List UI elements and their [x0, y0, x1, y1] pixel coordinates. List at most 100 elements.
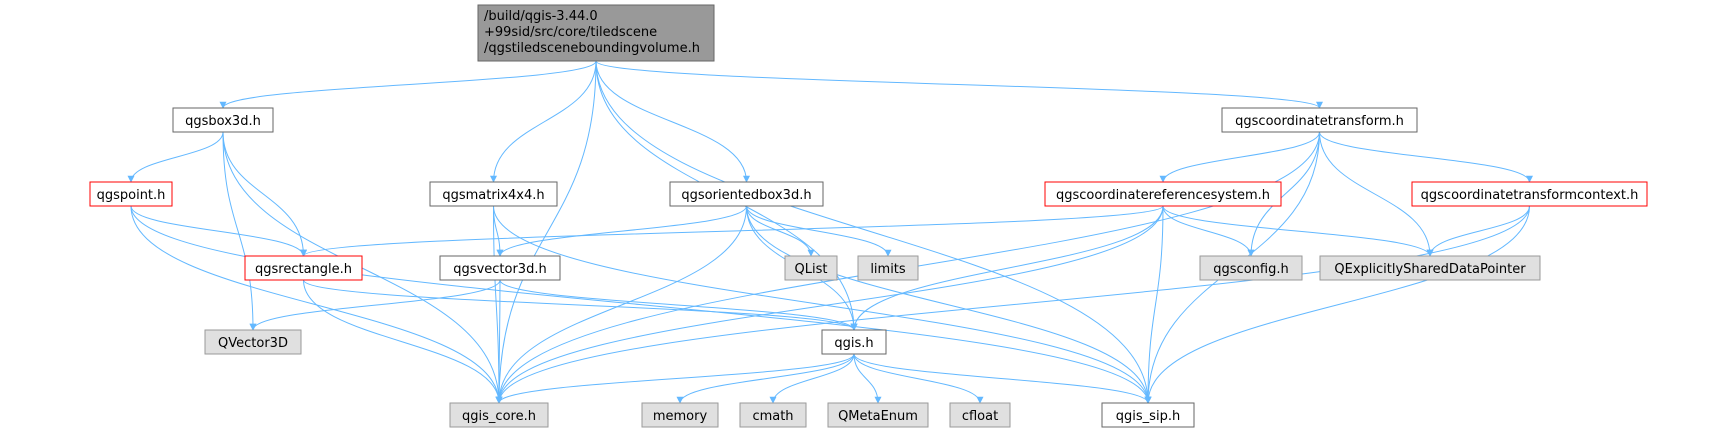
node-box — [1199, 255, 1303, 281]
node-label: qgis_sip.h — [1116, 409, 1180, 424]
edge-line — [853, 353, 984, 404]
node-qgis_core[interactable]: qgis_core.h — [449, 402, 549, 428]
node-limits[interactable]: limits — [857, 255, 919, 281]
edge-line — [127, 131, 224, 183]
edge-qgscrs-to-qgis — [850, 205, 1164, 331]
edge-line — [1319, 131, 1533, 183]
node-box — [244, 255, 363, 281]
node-box — [857, 255, 919, 281]
edge-line — [1159, 131, 1320, 183]
node-label: qgsconfig.h — [1213, 262, 1288, 277]
edge-line — [495, 205, 1164, 404]
node-label: QMetaEnum — [838, 409, 918, 424]
node-qgsrectangle[interactable]: qgsrectangle.h — [244, 255, 363, 281]
edge-qgis-to-qgis_sip — [853, 353, 1152, 404]
node-box — [439, 255, 561, 281]
edge-qgsorientedbox3d-to-qgis_sip — [746, 205, 1152, 404]
node-label: qgis.h — [834, 336, 873, 351]
edge-line — [222, 131, 307, 257]
edge-line — [853, 353, 882, 404]
node-box — [449, 402, 549, 428]
edge-qgscrs-to-qgsrectangle — [300, 205, 1164, 257]
edge-line — [303, 279, 858, 331]
node-qgis_sip[interactable]: qgis_sip.h — [1101, 402, 1195, 428]
node-qgsorientedbox3d[interactable]: qgsorientedbox3d.h — [669, 181, 824, 207]
edge-line — [1144, 205, 1164, 404]
edge-line — [300, 205, 1164, 257]
node-label: qgscoordinatetransform.h — [1235, 114, 1404, 129]
edge-line — [746, 205, 815, 257]
node-label: qgscoordinatetransformcontext.h — [1421, 188, 1639, 203]
node-label: QVector3D — [218, 336, 288, 351]
node-label: qgscoordinatereferencesystem.h — [1056, 188, 1270, 203]
edge-qgsorientedbox3d-to-qgis_core — [495, 205, 747, 404]
edge-qgsorientedbox3d-to-qlist — [746, 205, 815, 257]
node-qesdp[interactable]: QExplicitlySharedDataPointer — [1319, 255, 1541, 281]
node-qgscrs[interactable]: qgscoordinatereferencesystem.h — [1044, 181, 1282, 207]
node-qgis[interactable]: qgis.h — [821, 329, 887, 355]
edge-line — [222, 131, 257, 331]
edge-line — [303, 279, 503, 404]
node-box — [827, 402, 929, 428]
edge-line — [1162, 205, 1255, 257]
node-label: qgsvector3d.h — [453, 262, 546, 277]
edge-qgis-to-qgis_core — [495, 353, 855, 404]
node-label: +99sid/src/core/tiledscene — [484, 25, 657, 40]
edges-layer — [127, 60, 1533, 404]
edge-qgscoordinatetransform-to-qgsconfig — [1247, 131, 1320, 257]
node-qgspoint[interactable]: qgspoint.h — [89, 181, 173, 207]
node-qlist[interactable]: QList — [784, 255, 838, 281]
node-qgsconfig[interactable]: qgsconfig.h — [1199, 255, 1303, 281]
edge-qgsrectangle-to-qgis — [303, 279, 858, 331]
edge-line — [1247, 131, 1320, 257]
edge-qgsorientedbox3d-to-qgsvector3d — [496, 205, 747, 257]
edge-line — [495, 353, 855, 404]
edge-line — [595, 60, 1323, 109]
edge-line — [853, 353, 1152, 404]
node-qgsvector3d[interactable]: qgsvector3d.h — [439, 255, 561, 281]
edge-qgis-to-memory — [676, 353, 855, 404]
node-label: cmath — [752, 409, 793, 424]
node-qgsbox3d[interactable]: qgsbox3d.h — [172, 107, 274, 133]
edge-line — [130, 205, 307, 257]
edge-root-to-qgis_core — [495, 60, 597, 404]
edge-line — [1319, 131, 1434, 257]
node-cmath[interactable]: cmath — [739, 402, 807, 428]
node-memory[interactable]: memory — [641, 402, 719, 428]
edge-line — [676, 353, 855, 404]
edge-qgsctc-to-qesdp — [1426, 205, 1530, 257]
node-box — [429, 181, 558, 207]
node-label: QList — [795, 262, 828, 277]
node-qgscoordinatetransform[interactable]: qgscoordinatetransform.h — [1221, 107, 1418, 133]
edge-line — [496, 205, 747, 257]
edge-qgsbox3d-to-qgsrectangle — [222, 131, 307, 257]
node-box — [1044, 181, 1282, 207]
edge-qgismatrix-to-qgis_sip — [493, 205, 1152, 404]
edge-line — [769, 353, 855, 404]
node-cfloat[interactable]: cfloat — [949, 402, 1011, 428]
edge-root-to-qgismatrix — [490, 60, 597, 183]
edge-qgscrs-to-qgsconfig — [1162, 205, 1255, 257]
edge-qgspoint-to-qgis_sip — [130, 205, 1152, 404]
node-box — [739, 402, 807, 428]
node-label: qgsorientedbox3d.h — [681, 188, 811, 203]
edge-qgsvector3d-to-qgis — [499, 279, 858, 331]
node-box — [1411, 181, 1648, 207]
edge-root-to-qgscoordinatetransform — [595, 60, 1323, 109]
node-qmetaenum[interactable]: QMetaEnum — [827, 402, 929, 428]
node-qgismatrix[interactable]: qgsmatrix4x4.h — [429, 181, 558, 207]
node-label: qgsbox3d.h — [185, 114, 261, 129]
node-label: /qgstiledsceneboundingvolume.h — [484, 41, 700, 56]
edge-qgscrs-to-qgis_core — [495, 205, 1164, 404]
node-label: /build/qgis-3.44.0 — [484, 9, 598, 24]
node-qvector3d[interactable]: QVector3D — [204, 329, 302, 355]
node-qgsctc[interactable]: qgscoordinatetransformcontext.h — [1411, 181, 1648, 207]
node-box — [949, 402, 1011, 428]
edge-qgis-to-cmath — [769, 353, 855, 404]
edge-qgsbox3d-to-qgspoint — [127, 131, 224, 183]
node-box — [172, 107, 274, 133]
edge-line — [495, 60, 597, 404]
node-root[interactable]: /build/qgis-3.44.0+99sid/src/core/tileds… — [477, 4, 715, 62]
node-box — [1319, 255, 1541, 281]
edge-line — [219, 60, 597, 109]
